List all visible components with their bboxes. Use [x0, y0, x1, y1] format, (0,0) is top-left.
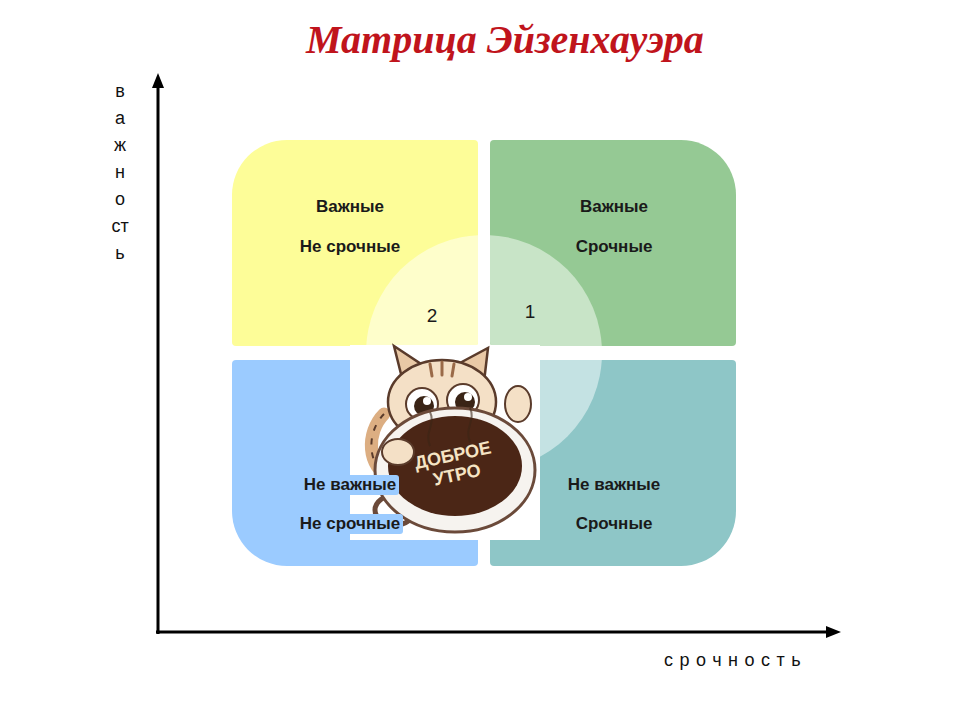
axis-arrowhead	[152, 73, 164, 88]
steam	[428, 408, 471, 446]
urgency-axis	[156, 631, 828, 634]
eye-highlight	[464, 393, 472, 401]
quadrant-subheading: Не срочные	[297, 514, 403, 534]
diagram-title: Матрица Эйзенхауэра	[306, 16, 704, 63]
importance-axis	[157, 86, 160, 634]
coffee	[388, 416, 522, 516]
quadrant-subheading: Срочные	[573, 237, 656, 257]
axis-label: важность	[111, 78, 129, 267]
cat-paw	[505, 386, 531, 422]
callout-number: 2	[424, 305, 441, 327]
head-stripes	[430, 362, 454, 376]
cup	[375, 408, 535, 532]
cat-paw	[382, 439, 414, 465]
axis-label: срочность	[664, 650, 807, 671]
quadrant-box: ВажныеСрочные 1	[490, 140, 736, 346]
axis-arrowhead	[826, 626, 841, 638]
sticker-ground	[350, 345, 540, 540]
quadrant-heading: Не важные	[301, 475, 399, 495]
quadrant-fill	[490, 140, 736, 346]
quadrant-heading: Важные	[313, 197, 387, 217]
quadrant-subheading: Срочные	[573, 514, 656, 534]
quadrant-heading: Не важные	[565, 475, 663, 495]
callout-number: 1	[522, 301, 539, 323]
quadrant-subheading: Не срочные	[297, 237, 403, 257]
quadrant-heading: Важные	[577, 197, 651, 217]
quadrant-box: Важные Не срочные 2	[232, 140, 478, 346]
eye-highlight	[423, 397, 431, 405]
